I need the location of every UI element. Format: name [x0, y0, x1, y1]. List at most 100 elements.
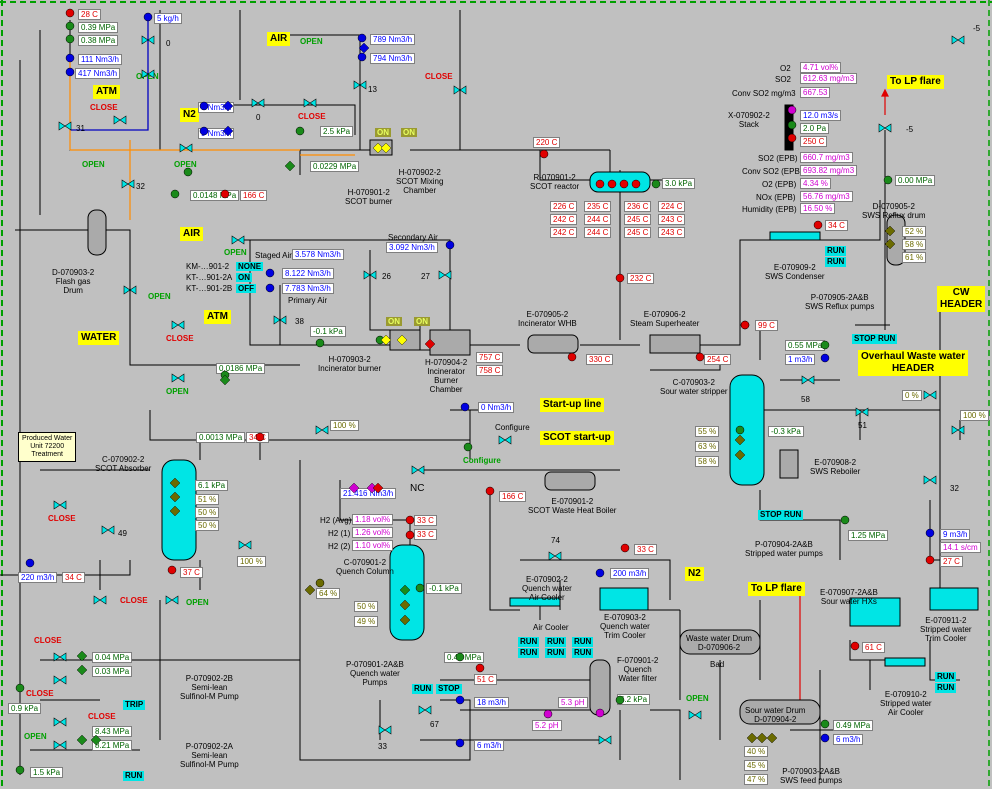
sws-pct-40: 40 % — [744, 746, 769, 757]
sws-pct-45: 45 % — [744, 760, 769, 771]
temp-220c: 220 C — [533, 137, 561, 148]
flash-drum-label: D-070903-2 Flash gas Drum — [52, 268, 95, 295]
cooler-fan-3b-run[interactable]: RUN — [572, 648, 594, 658]
o2-epb-label: O2 (EPB) — [762, 180, 797, 189]
quench-pressure: -0.1 kPa — [426, 583, 462, 594]
sws-condenser-run-2[interactable]: RUN — [825, 257, 847, 267]
temp-34c-absorber: 34 C — [246, 432, 269, 443]
temp-758c: 758 C — [476, 365, 504, 376]
km-status-none: NONE — [236, 262, 264, 271]
absorber-pressure: 6.1 kPa — [195, 480, 229, 491]
sour-water-drum-label: Sour water Drum D-070904-2 — [745, 706, 806, 724]
absorber-pct-51: 51 % — [195, 494, 220, 505]
scot-whb-label: E-070901-2 SCOT Waste Heat Boiler — [528, 497, 617, 515]
so2-epb-label: SO2 (EPB) — [758, 154, 798, 163]
semi-lean-pump-2a-label: P-070902-2A Semi-lean Sulfinol-M Pump — [180, 742, 239, 769]
quench-pump-run[interactable]: RUN — [412, 684, 434, 694]
flow-8122: 8.122 Nm3/h — [282, 268, 334, 279]
pressure-1-25mpa: 1.25 MPa — [848, 530, 889, 541]
stripper-pct-55: 55 % — [695, 426, 720, 437]
quench-air-cooler-label: E-070902-2 Quench water Air Cooler — [522, 575, 572, 602]
pressure-00013: 0.0013 MPa — [196, 432, 246, 443]
semi-lean-2a-run[interactable]: RUN — [123, 771, 145, 781]
absorber-pct-50a: 50 % — [195, 507, 220, 518]
reflux-pump-run[interactable]: RUN — [876, 334, 898, 344]
cooler-fan-3-run[interactable]: RUN — [572, 637, 594, 647]
temp-33c-b: 33 C — [414, 529, 437, 540]
secondary-air-value: 3.092 Nm3/h — [386, 242, 438, 253]
temp-51c: 51 C — [474, 674, 497, 685]
flow-220m3h: 220 m3/h — [18, 572, 58, 583]
valve-pos-67: 67 — [430, 720, 439, 729]
pressure-neg-0-3kpa: -0.3 kPa — [768, 426, 804, 437]
pct-0: 0 % — [902, 390, 922, 401]
incinerator-burner-label: H-070903-2 Incinerator burner — [318, 355, 382, 373]
conv-so2-value: 667.53 — [800, 87, 831, 98]
stripper-pct-63: 63 % — [695, 441, 720, 452]
stripped-pump-stop[interactable]: STOP — [758, 510, 784, 520]
pressure-038: 0.38 MPa — [78, 35, 119, 46]
stack-pressure-value: 2.0 Pa — [800, 123, 830, 134]
pressure-00229: 0.0229 MPa — [310, 161, 360, 172]
cooler-fan-2b-run[interactable]: RUN — [545, 648, 567, 658]
flow-6m3h: 6 m3/h — [474, 740, 505, 751]
temp-757c: 757 C — [476, 352, 504, 363]
status-open-air: OPEN — [300, 37, 323, 46]
kt-b-label: KT-…901-2B — [186, 284, 233, 293]
pressure-0-55mpa: 0.55 MPa — [785, 340, 826, 351]
atm-banner-mid: ATM — [204, 310, 231, 324]
valve-pos-0-n2: 0 — [256, 113, 261, 122]
cooler-fan-1-run[interactable]: RUN — [518, 637, 540, 647]
valve-pos-0-top: 0 — [166, 39, 171, 48]
status-close-absorber-btm: CLOSE — [120, 596, 148, 605]
cooler-fan-1b-run[interactable]: RUN — [518, 648, 540, 658]
flow-21416: 21.416 Nm3/h — [340, 488, 397, 499]
valve-pos-38: 38 — [295, 317, 304, 326]
reflux-pump-stop[interactable]: STOP — [852, 334, 878, 344]
quench-pump-stop[interactable]: STOP — [436, 684, 462, 694]
reactor-temp-243b: 243 C — [658, 227, 686, 238]
scot-startup-banner: SCOT start-up — [540, 431, 614, 445]
so2-epb-value: 660.7 mg/m3 — [800, 152, 853, 163]
incinerator-chamber-label: H-070904-2 Incinerator Burner Chamber — [425, 358, 468, 394]
configure-label-2[interactable]: Configure — [463, 456, 501, 465]
pressure-2-5kpa: 2.5 kPa — [320, 126, 354, 137]
flow-0nm3h-startup: 0 Nm3/h — [478, 402, 515, 413]
h2-2-label: H2 (2) — [328, 542, 351, 551]
status-open-lower-left: OPEN — [24, 732, 47, 741]
temp-33c-c: 33 C — [634, 544, 657, 555]
flow-111: 111 Nm3/h — [78, 54, 122, 65]
humidity-epb-label: Humidity (EPB) — [742, 205, 797, 214]
valve-pos-49: 49 — [118, 529, 127, 538]
produced-water-note: Produced Water Unit 72200 Treatment — [18, 432, 77, 462]
reactor-temp-244b: 244 C — [584, 227, 612, 238]
conv-so2-epb-value: 693.82 mg/m3 — [800, 165, 858, 176]
flow-789: 789 Nm3/h — [370, 34, 416, 45]
pressure-4-2kpa: 4.2 kPa — [617, 694, 651, 705]
temp-34c-reflux: 34 C — [825, 220, 848, 231]
stripped-pump-run[interactable]: RUN — [782, 510, 804, 520]
valve-pos-27: 27 — [421, 272, 430, 281]
to-lp-flare-top: To LP flare — [887, 75, 944, 89]
kt-a-label: KT-…901-2A — [186, 273, 233, 282]
sour-water-stripper-label: C-070903-2 Sour water stripper — [660, 378, 728, 396]
cooler-fan-2-run[interactable]: RUN — [545, 637, 567, 647]
semi-lean-2b-trip[interactable]: TRIP — [123, 700, 146, 710]
sws-reboiler-label: E-070908-2 SWS Reboiler — [810, 458, 861, 476]
stripped-air-run[interactable]: RUN — [935, 672, 957, 682]
flow-9m3h: 9 m3/h — [940, 529, 971, 540]
water-banner: WATER — [78, 331, 120, 345]
reactor-temp-245b: 245 C — [624, 227, 652, 238]
staged-air-value: 3.578 Nm3/h — [292, 249, 344, 260]
scot-burner-label: H-070901-2 SCOT burner — [345, 188, 393, 206]
air-banner-top: AIR — [267, 32, 291, 46]
scot-reactor-label: R-070901-2 SCOT reactor — [530, 173, 580, 191]
sws-condenser-run[interactable]: RUN — [825, 246, 847, 256]
configure-label-1[interactable]: Configure — [495, 423, 530, 432]
stripped-air-run-2[interactable]: RUN — [935, 683, 957, 693]
temp-33c-a: 33 C — [414, 515, 437, 526]
to-lp-flare-mid: To LP flare — [748, 582, 805, 596]
pressure-0-9kpa: 0.9 kPa — [8, 703, 42, 714]
